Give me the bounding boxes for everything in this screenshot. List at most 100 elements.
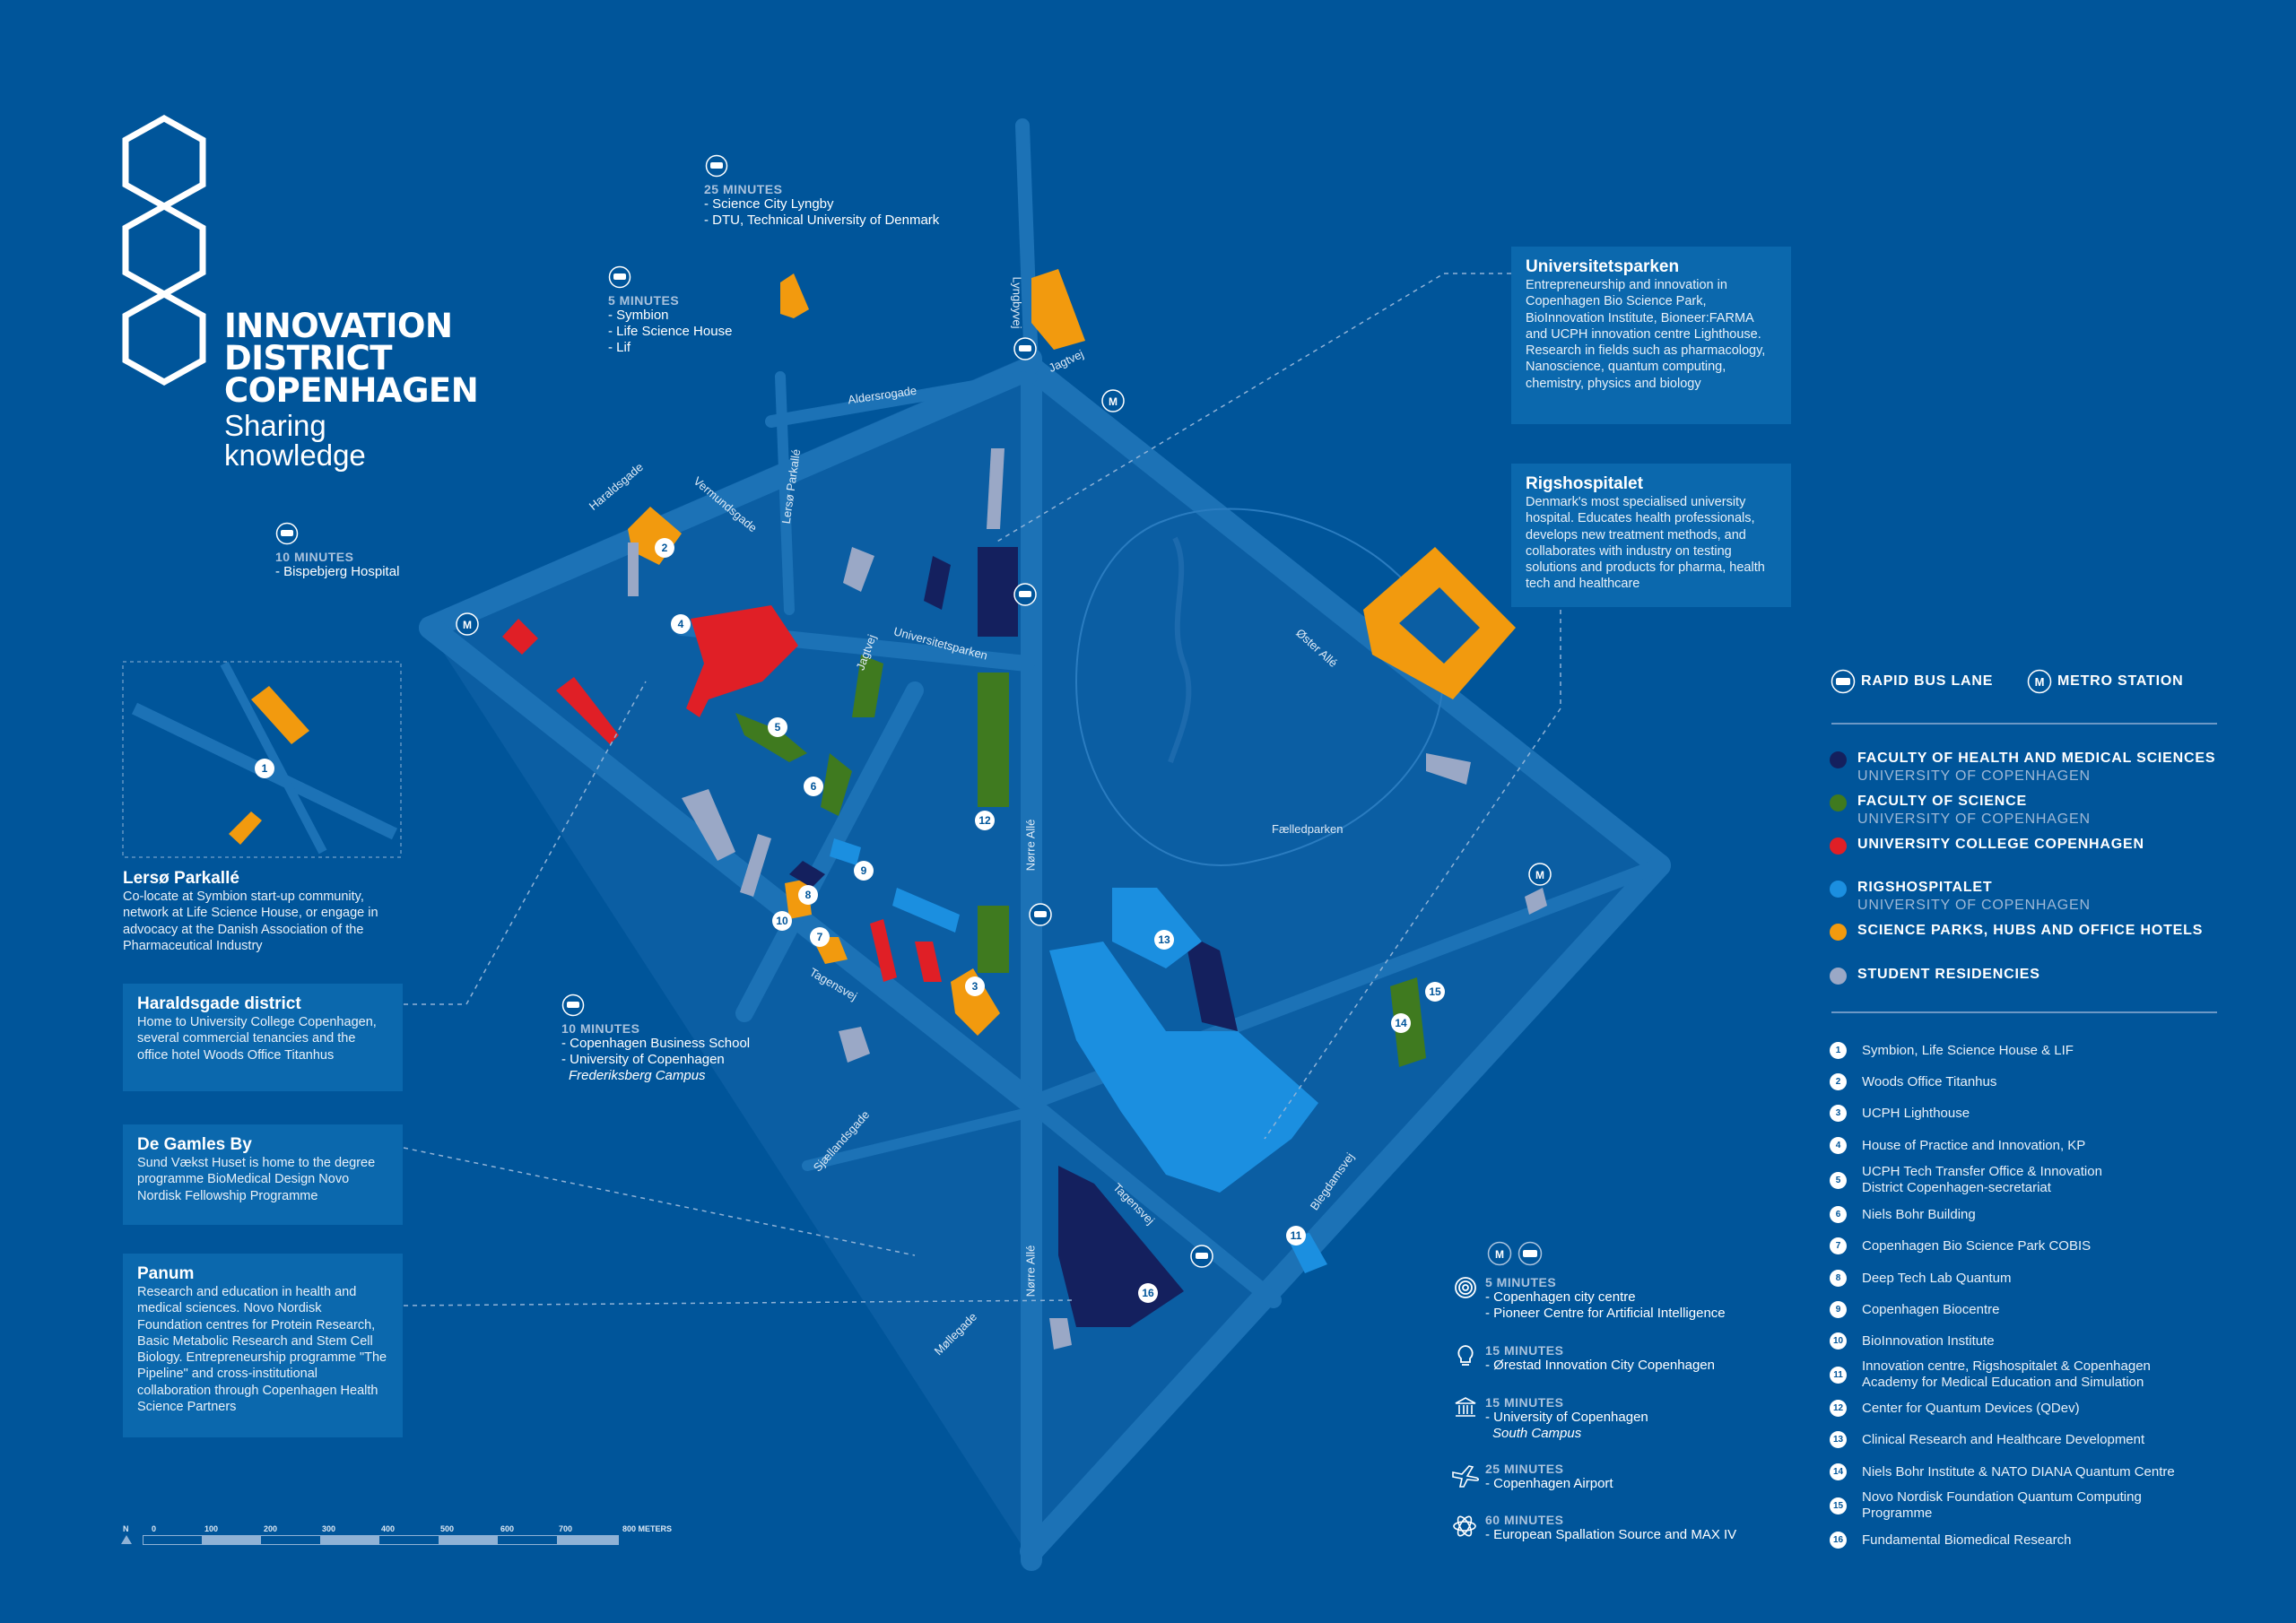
- place-number: 2: [1830, 1073, 1847, 1090]
- map-marker-14[interactable]: 14: [1391, 1013, 1411, 1033]
- panel-title: Panum: [137, 1264, 195, 1283]
- scale-tick: 100: [204, 1524, 219, 1533]
- place-name: Copenhagen Bio Science Park COBIS: [1862, 1237, 2092, 1254]
- travel-transport-icons: M: [1487, 1241, 1543, 1266]
- place-name: Copenhagen Biocentre: [1862, 1301, 2000, 1317]
- transit-note-bispebjerg: 10 MINUTES - Bispebjerg Hospital: [275, 522, 399, 580]
- travel-minutes: 5 MINUTES: [1485, 1275, 1557, 1289]
- map-marker-9[interactable]: 9: [854, 861, 874, 881]
- legend-label: UNIVERSITY COLLEGE COPENHAGEN: [1857, 837, 2144, 852]
- metro-icon[interactable]: M: [1528, 863, 1552, 886]
- map-marker-16[interactable]: 16: [1138, 1283, 1158, 1303]
- travel-minutes: 15 MINUTES: [1485, 1343, 1564, 1358]
- bus-icon: [1831, 669, 1856, 694]
- scale-tick: 700: [559, 1524, 573, 1533]
- map-marker-10[interactable]: 10: [772, 911, 792, 931]
- map-marker-3[interactable]: 3: [965, 976, 985, 996]
- travel-city-centre: 5 MINUTES- Copenhagen city centre- Pione…: [1453, 1275, 1726, 1322]
- bus-icon[interactable]: [1013, 583, 1037, 606]
- travel-destination: - Copenhagen Airport: [1485, 1476, 1613, 1491]
- legend-swatch: [1830, 881, 1847, 898]
- map-marker-7[interactable]: 7: [810, 927, 830, 947]
- brand-title-line: COPENHAGEN: [224, 371, 479, 410]
- map-marker-15[interactable]: 15: [1425, 982, 1445, 1002]
- hexagon-logo-icon: [122, 115, 206, 386]
- scale-tick: 400: [381, 1524, 396, 1533]
- panel-title: De Gamles By: [137, 1135, 252, 1154]
- scale-tick: 0: [152, 1524, 157, 1533]
- map-marker-8[interactable]: 8: [798, 885, 818, 905]
- svg-text:M: M: [1495, 1248, 1504, 1261]
- legend-swatch: [1830, 838, 1847, 855]
- bus-icon[interactable]: [1029, 903, 1052, 926]
- bus-icon: [1518, 1241, 1543, 1266]
- map-marker-13[interactable]: 13: [1154, 930, 1174, 950]
- transit-note-symbion: 5 MINUTES - Symbion - Life Science House…: [608, 265, 732, 356]
- place-name: Woods Office Titanhus: [1862, 1073, 1997, 1089]
- legend-metro: M METRO STATION: [2027, 669, 2183, 694]
- road-lyngbyvej: [1015, 118, 1039, 375]
- panel-rigshospitalet: Rigshospitalet Denmark's most specialise…: [1511, 464, 1791, 607]
- bus-icon[interactable]: [1013, 337, 1037, 360]
- legend-sublabel: UNIVERSITY OF COPENHAGEN: [1857, 768, 2091, 784]
- road-oster-alle: [1020, 356, 1671, 877]
- legend-label: RIGSHOSPITALET: [1857, 880, 1993, 895]
- north-label: N: [123, 1524, 129, 1533]
- road-blegdamsvej: [1020, 854, 1671, 1563]
- scale-tick: 200: [264, 1524, 278, 1533]
- map-marker-5[interactable]: 5: [768, 717, 787, 737]
- place-name: Niels Bohr Institute & NATO DIANA Quantu…: [1862, 1463, 2175, 1480]
- panel-title: Haraldsgade district: [137, 994, 301, 1013]
- bus-icon[interactable]: [1190, 1245, 1213, 1268]
- map-marker-2[interactable]: 2: [655, 538, 674, 558]
- subtitle-line: knowledge: [224, 438, 366, 472]
- legend-swatch: [1830, 968, 1847, 985]
- place-number: 7: [1830, 1237, 1847, 1254]
- travel-destination: - European Spallation Source and MAX IV: [1485, 1527, 1737, 1542]
- place-item[interactable]: 2 Woods Office Titanhus: [1830, 1073, 1996, 1090]
- map-marker-1[interactable]: 1: [255, 759, 274, 778]
- place-name: Niels Bohr Building: [1862, 1206, 1976, 1222]
- metro-icon[interactable]: M: [456, 612, 479, 636]
- map-marker-4[interactable]: 4: [671, 614, 691, 634]
- map-marker-6[interactable]: 6: [804, 777, 823, 796]
- svg-text:M: M: [1535, 869, 1544, 881]
- bus-icon: [705, 154, 728, 178]
- transit-minutes: 25 MINUTES: [704, 182, 783, 196]
- map-marker-11[interactable]: 11: [1286, 1226, 1306, 1245]
- place-name: BioInnovation Institute: [1862, 1332, 1995, 1349]
- place-item[interactable]: 7 Copenhagen Bio Science Park COBIS: [1830, 1237, 2091, 1254]
- legend-sublabel: UNIVERSITY OF COPENHAGEN: [1857, 812, 2091, 827]
- transit-note-lyngby: 25 MINUTES - Science City Lyngby - DTU, …: [704, 154, 939, 229]
- place-number: 11: [1830, 1366, 1847, 1384]
- scale-tick: 600: [500, 1524, 515, 1533]
- brand-title-line: DISTRICT: [224, 339, 393, 378]
- legend-swatch: [1830, 751, 1847, 768]
- map-marker-12[interactable]: 12: [975, 811, 995, 830]
- buildings: [502, 269, 1547, 1350]
- street-label: Lyngbyvej: [1010, 276, 1024, 329]
- place-number: 3: [1830, 1105, 1847, 1122]
- travel-destination: - Copenhagen city centre: [1485, 1289, 1636, 1305]
- panel-text: Home to University College Copenhagen, s…: [137, 1015, 377, 1063]
- metro-icon[interactable]: M: [1101, 389, 1125, 412]
- legend-swatch: [1830, 794, 1847, 812]
- place-name: Fundamental Biomedical Research: [1862, 1532, 2072, 1548]
